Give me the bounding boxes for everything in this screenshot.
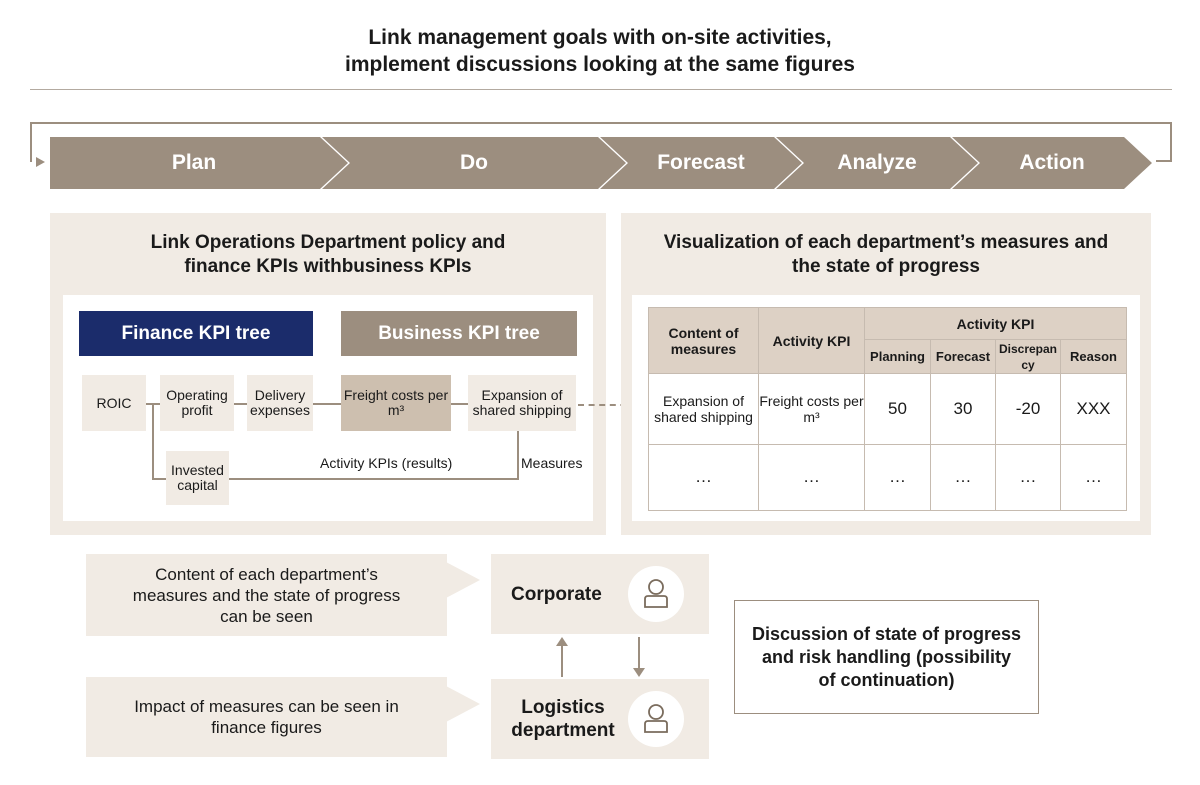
callout-impact-tip <box>446 686 480 722</box>
activity-kpis-label: Activity KPIs (results) <box>320 455 453 471</box>
finance-kpi-tree-header: Finance KPI tree <box>79 311 313 356</box>
cycle-step-forecast: Forecast <box>600 137 802 189</box>
table-row: Expansion of shared shipping Freight cos… <box>648 373 1127 445</box>
node-roic: ROIC <box>82 375 146 431</box>
th-reason: Reason <box>1060 339 1127 375</box>
cycle-step-do: Do <box>322 137 626 189</box>
tree-line-branch-vertical <box>152 403 154 480</box>
th-activity-kpi-group: Activity KPI <box>864 306 1127 341</box>
th-activity-kpi: Activity KPI <box>758 306 865 375</box>
cycle-loop-right-end <box>1156 160 1172 162</box>
th-discrepancy: Discrepancy <box>995 339 1061 375</box>
table-cell: … <box>758 443 865 512</box>
kpi-link-panel-title: Link Operations Department policy and fi… <box>150 232 506 277</box>
node-invested-capital: Invested capital <box>166 451 229 505</box>
tree-line-branch-to-invested <box>152 478 166 480</box>
business-kpi-tree-header: Business KPI tree <box>341 311 577 356</box>
table-cell: 30 <box>930 373 996 445</box>
title-divider <box>30 89 1172 90</box>
measures-label: Measures <box>521 455 583 471</box>
dashed-connector-line <box>578 404 637 406</box>
table-cell: … <box>648 443 759 512</box>
discussion-box: Discussion of state of progress and risk… <box>734 600 1039 714</box>
th-content-of-measures: Content of measures <box>648 306 759 375</box>
tree-line-feedback-bottom <box>229 478 519 480</box>
th-forecast: Forecast <box>930 339 996 375</box>
title-line-1: Link management goals with on-site activ… <box>368 26 832 49</box>
cycle-step-analyze: Analyze <box>776 137 978 189</box>
corporate-label: Corporate <box>511 583 602 605</box>
tree-line-feedback-vertical <box>517 431 519 480</box>
th-planning: Planning <box>864 339 931 375</box>
measures-kpi-table: Content of measures Activity KPI Activit… <box>648 306 1127 512</box>
node-delivery-expenses: Delivery expenses <box>247 375 313 431</box>
table-cell: XXX <box>1060 373 1127 445</box>
table-cell: Expansion of shared shipping <box>648 373 759 445</box>
callout-visibility-tip <box>446 562 480 598</box>
logistics-label: Logistics department <box>511 697 615 741</box>
callout-visibility: Content of each department’s measures an… <box>86 554 447 636</box>
node-operating-profit: Operating profit <box>160 375 234 431</box>
table-cell: 50 <box>864 373 931 445</box>
cycle-step-plan: Plan <box>50 137 348 189</box>
table-row: … … … … … … <box>648 443 1127 512</box>
corporate-user-icon <box>628 566 684 622</box>
title-line-2: implement discussions looking at the sam… <box>345 53 855 76</box>
down-arrow-icon <box>633 637 645 677</box>
table-cell: … <box>1060 443 1127 512</box>
cycle-step-action: Action <box>952 137 1152 189</box>
logistics-user-icon <box>628 691 684 747</box>
node-freight-costs: Freight costs per m³ <box>341 375 451 431</box>
table-cell: … <box>995 443 1061 512</box>
callout-impact: Impact of measures can be seen in financ… <box>86 677 447 757</box>
cycle-loop-left <box>30 122 32 162</box>
visualization-panel-title: Visualization of each department’s measu… <box>663 232 1109 277</box>
page-title: Link management goals with on-site activ… <box>0 24 1200 78</box>
cycle-loop-arrowhead <box>36 157 45 167</box>
node-expansion-shared-shipping: Expansion of shared shipping <box>468 375 576 431</box>
table-cell: … <box>930 443 996 512</box>
up-arrow-icon <box>556 637 568 677</box>
table-cell: -20 <box>995 373 1061 445</box>
table-cell: … <box>864 443 931 512</box>
table-cell: Freight costs per m³ <box>758 373 865 445</box>
